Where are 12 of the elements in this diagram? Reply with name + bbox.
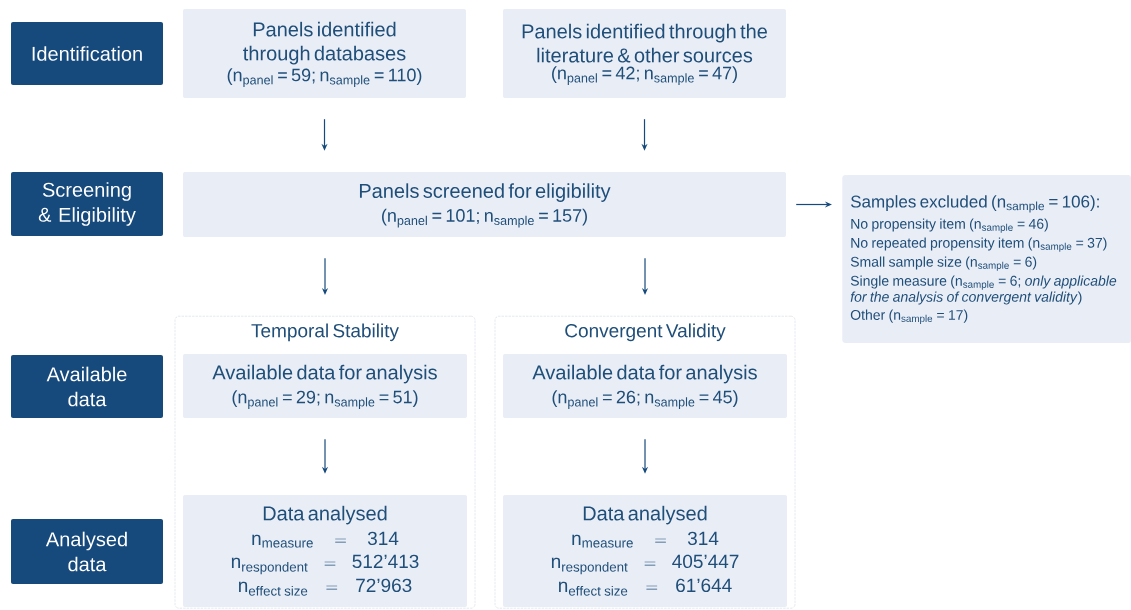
stage-label-box: Analysed data xyxy=(11,519,163,584)
stage-label-box: Screening & Eligibility xyxy=(11,172,163,236)
process-box: Available data for analysis (n$_{panel}$ = 29; n$_{sample}$ = 51) xyxy=(183,354,467,418)
process-box: Available data for analysis (n$_{panel}$ = 26; n$_{sample}$ = 45) xyxy=(503,354,787,418)
process-box: Panels identified through the literature & other sources (n$_{panel}$ = 42; n$_{sample}$ = 47) xyxy=(503,9,786,98)
exclusion-box: Samples excluded (n$_{sample}$ = 106): No propensity item (n$_{sample}$ = 46) No repeated propensity item (n$_{sample}$ = 37) Small sample size (n$_{sample}$ = 6) Single measure (n$_{sample}$ = 6; only applicable for the analysis of convergent validity) Other (n$_{sample}$ = 17) xyxy=(842,175,1131,343)
stage-label-box: Identification xyxy=(11,22,163,85)
stage-label-box: Available data xyxy=(11,355,163,418)
process-box: Panels screened for eligibility (n$_{panel}$ = 101; n$_{sample}$ = 157) xyxy=(183,172,786,237)
process-box: Data analysed $\mathrm{n}_{\mathrm{measure}} = \mbox{314}$ $\mathrm{n}_{\mathrm{respondent}} = \mbox{512’413}$ $\mathrm{n}_{\mathrm{effect\ size}} = \mbox{72’963}$ xyxy=(183,495,467,607)
process-box: Panels identified through databases (n$_{panel}$ = 59; n$_{sample}$ = 110) xyxy=(183,9,466,98)
process-box: Data analysed $\mathrm{n}_{\mathrm{measure}} = \mbox{314}$ $\mathrm{n}_{\mathrm{respondent}} = \mbox{405’447}$ $\mathrm{n}_{\mathrm{effect\ size}} = \mbox{61’644}$ xyxy=(503,495,787,607)
